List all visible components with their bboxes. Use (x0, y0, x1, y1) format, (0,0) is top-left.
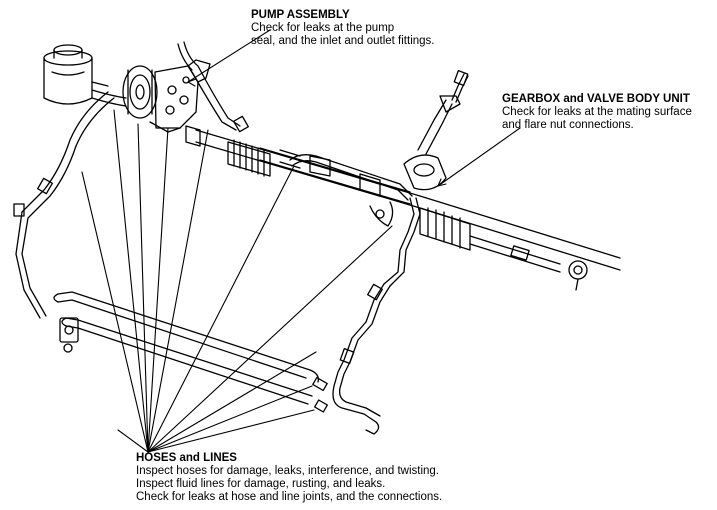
gearbox-callout: GEARBOX and VALVE BODY UNIT Check for le… (502, 93, 692, 132)
tie-rod (469, 235, 588, 291)
fluid-reservoir (43, 44, 109, 105)
pressure-hose (177, 41, 249, 133)
fluid-cooler (53, 291, 319, 405)
pump-assembly-line-2: seal, and the inlet and outlet fittings. (251, 35, 435, 47)
gearbox-lines (289, 154, 421, 287)
steering-rack (185, 125, 621, 271)
hoses-lines-line-1: Inspect hoses for damage, leaks, interfe… (136, 465, 439, 477)
gearbox-line-1: Check for leaks at the mating surface (502, 106, 692, 118)
pump-assembly-title: PUMP ASSEMBLY (251, 9, 350, 21)
leader-lines (81, 29, 521, 453)
hoses-lines-title: HOSES and LINES (136, 452, 237, 464)
valve-body (403, 70, 469, 191)
hoses-lines-line-3: Check for leaks at hose and line joints,… (136, 491, 443, 503)
right-descending-lines (312, 283, 391, 435)
left-return-line (13, 91, 115, 319)
pump-assembly (122, 59, 211, 133)
right-boot (419, 207, 471, 251)
hoses-lines-callout: HOSES and LINES Inspect hoses for damage… (136, 452, 442, 504)
hoses-lines-line-2: Inspect fluid lines for damage, rusting,… (136, 478, 386, 490)
reservoir-hose (91, 89, 127, 107)
left-boot (227, 139, 271, 177)
gearbox-title: GEARBOX and VALVE BODY UNIT (502, 93, 690, 105)
pump-assembly-callout: PUMP ASSEMBLY Check for leaks at the pum… (251, 9, 434, 48)
pump-assembly-line-1: Check for leaks at the pump (251, 22, 395, 34)
gearbox-line-2: and flare nut connections. (502, 119, 634, 131)
